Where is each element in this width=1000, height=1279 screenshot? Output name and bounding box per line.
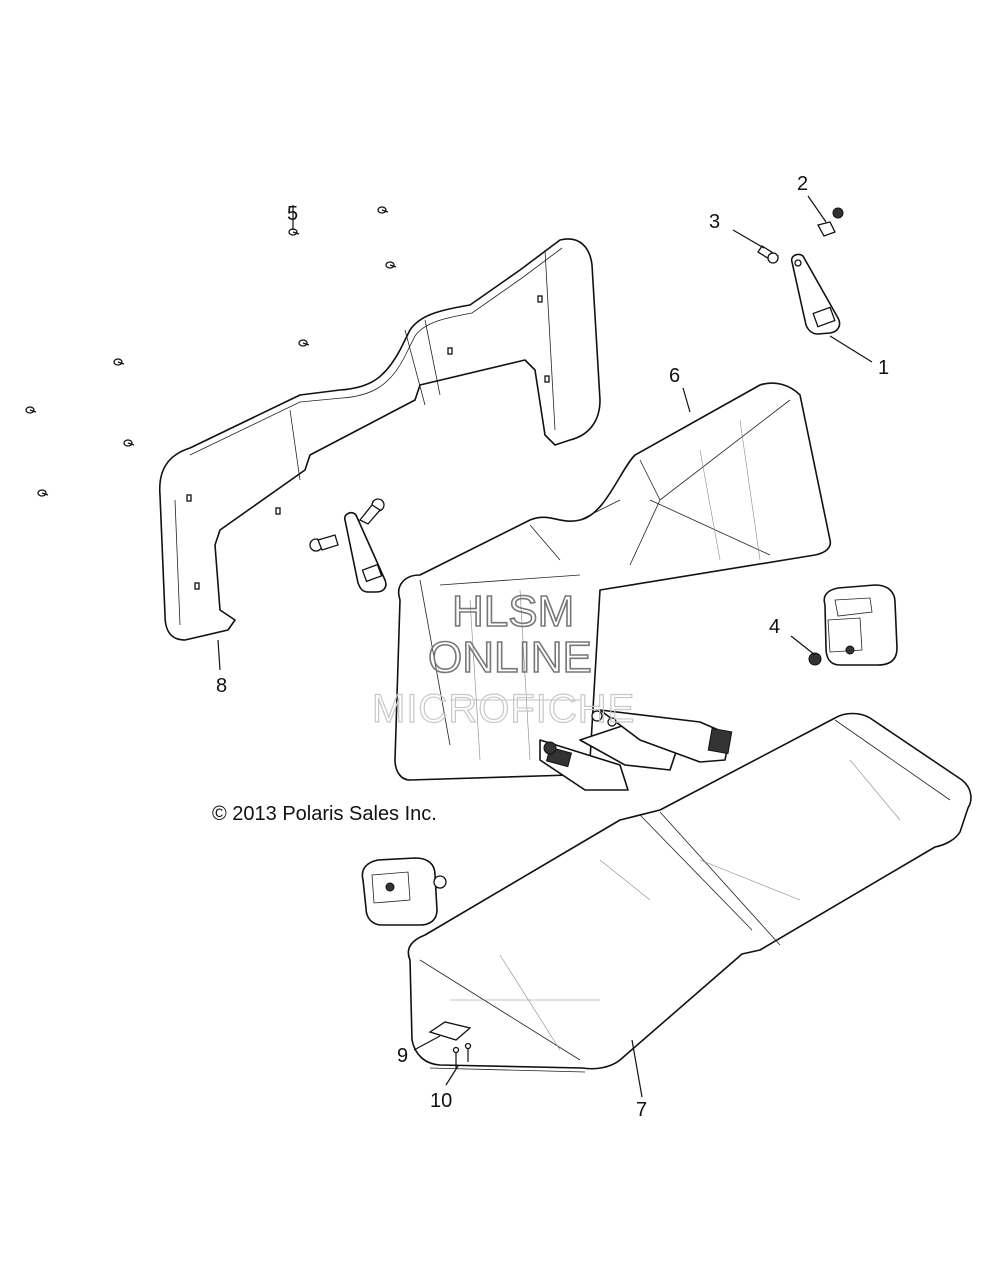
screws-5: [25, 206, 397, 497]
seat-belt-assembly: [539, 709, 733, 791]
leader-lines: [217, 195, 873, 1098]
belt-retractor-left: [361, 857, 447, 926]
copyright-notice: © 2013 Polaris Sales Inc.: [212, 803, 437, 825]
callout-9: 9: [397, 1045, 408, 1067]
seat-bottom-cushion: [407, 712, 972, 1073]
belt-retractor-right: [808, 584, 898, 666]
plate-9: [428, 1021, 472, 1041]
hinge-bracket-1: [790, 253, 841, 335]
callout-1: 1: [878, 357, 889, 379]
watermark: HLSM ONLINE MICROFICHE: [371, 586, 635, 731]
callout-2: 2: [797, 173, 808, 195]
clip-nut-2: [817, 207, 844, 237]
watermark-line2: ONLINE: [428, 633, 592, 682]
watermark-line1: HLSM: [452, 587, 574, 636]
callout-10: 10: [430, 1090, 452, 1112]
callout-6: 6: [669, 365, 680, 387]
bolt-3: [757, 245, 779, 264]
hinge-bracket-left: [309, 498, 387, 593]
screws-10: [452, 1042, 472, 1068]
watermark-line3: MICROFICHE: [372, 687, 635, 731]
callout-7: 7: [636, 1099, 647, 1121]
callout-5: 5: [287, 203, 298, 225]
callout-4: 4: [769, 616, 780, 638]
seat-back-frame: [158, 238, 601, 641]
callout-labels: 1 2 3 4 5 6 7 8 9 10: [216, 173, 889, 1121]
callout-3: 3: [709, 211, 720, 233]
callout-8: 8: [216, 675, 227, 697]
